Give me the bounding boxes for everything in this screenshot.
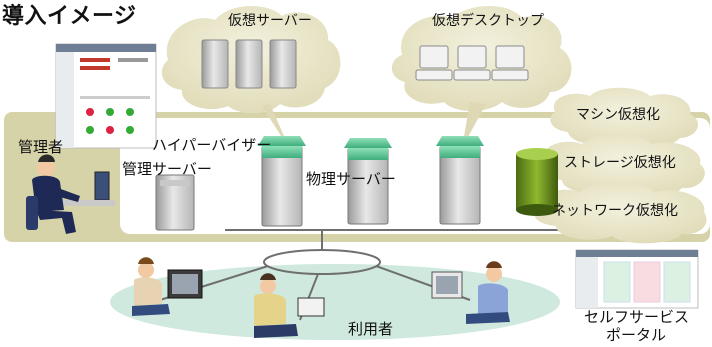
user-center-figure: [254, 273, 325, 338]
label-management-server: 管理サーバー: [122, 160, 212, 178]
administrator-figure: [26, 154, 115, 234]
virtual-desktop-icon: [415, 45, 529, 81]
label-virtual-servers: 仮想サーバー: [228, 13, 312, 29]
cloud-virtual-desktops: [391, 6, 572, 148]
user-left-figure: [132, 257, 203, 316]
self-service-portal-thumbnail: [575, 249, 699, 309]
admin-console-thumbnail: [55, 43, 157, 149]
label-network-virtualization: ネットワーク仮想化: [552, 203, 678, 219]
cloud-machine-virtualization: [550, 87, 699, 148]
management-server-icon: [155, 174, 195, 231]
virtual-server-icon: [201, 39, 297, 89]
label-physical-servers: 物理サーバー: [306, 170, 396, 188]
diagram-title: 導入イメージ: [2, 4, 137, 29]
storage-cylinder-icon: [516, 148, 558, 216]
cloud-storage-virtualization: [540, 134, 705, 198]
label-self-service-portal-line1: セルフサービス: [584, 308, 690, 326]
physical-server-1-icon: [258, 136, 306, 227]
label-users: 利用者: [348, 320, 394, 338]
label-administrator: 管理者: [18, 138, 64, 156]
label-storage-virtualization: ストレージ仮想化: [564, 155, 676, 171]
label-self-service-portal-line2: ポータル: [605, 326, 666, 344]
cloud-network-virtualization: [534, 183, 707, 244]
label-hypervisor: ハイパーバイザー: [152, 136, 272, 154]
physical-server-2-icon: [344, 138, 392, 225]
user-right-figure: [431, 261, 510, 324]
label-machine-virtualization: マシン仮想化: [576, 107, 660, 123]
label-virtual-desktops: 仮想デスクトップ: [432, 13, 544, 29]
physical-server-3-icon: [436, 136, 484, 225]
